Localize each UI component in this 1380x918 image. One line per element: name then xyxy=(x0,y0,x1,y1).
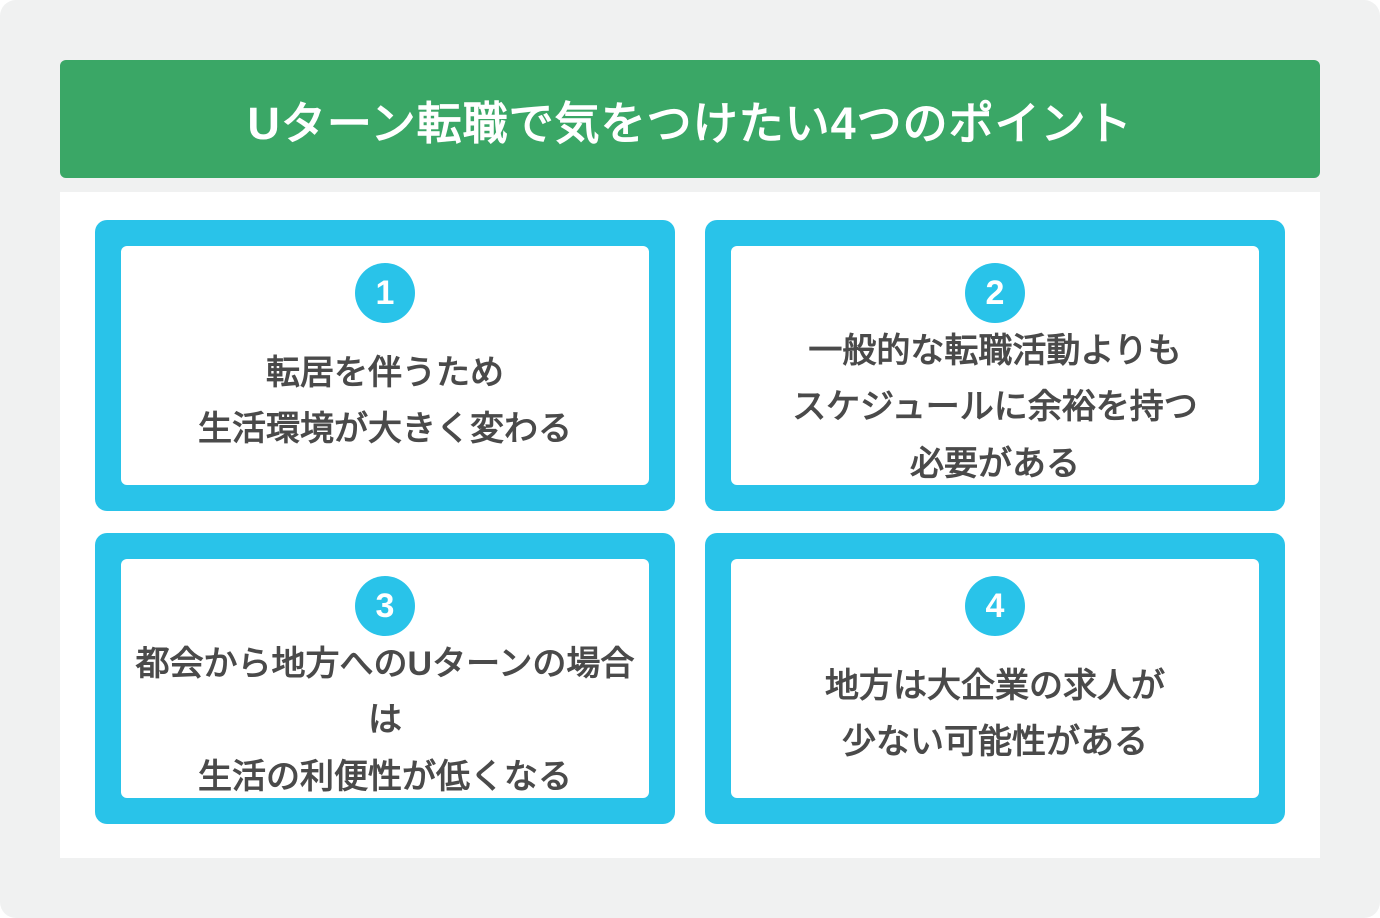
point-card-1: 1 転居を伴うため 生活環境が大きく変わる xyxy=(95,220,675,511)
point-card-2-inner: 2 一般的な転職活動よりも スケジュールに余裕を持つ 必要がある xyxy=(731,246,1259,485)
number-badge-4: 4 xyxy=(965,576,1025,636)
number-badge-1: 1 xyxy=(355,263,415,323)
point-card-1-inner: 1 転居を伴うため 生活環境が大きく変わる xyxy=(121,246,649,485)
point-card-4: 4 地方は大企業の求人が 少ない可能性がある xyxy=(705,533,1285,824)
page-title: Uターン転職で気をつけたい4つのポイント xyxy=(247,97,1133,149)
number-badge-2: 2 xyxy=(965,263,1025,323)
point-card-2: 2 一般的な転職活動よりも スケジュールに余裕を持つ 必要がある xyxy=(705,220,1285,511)
point-card-3-inner: 3 都会から地方へのUターンの場合は 生活の利便性が低くなる xyxy=(121,559,649,798)
header-banner: Uターン転職で気をつけたい4つのポイント xyxy=(60,60,1320,178)
content-panel: 1 転居を伴うため 生活環境が大きく変わる 2 一般的な転職活動よりも スケジュ… xyxy=(60,192,1320,858)
number-badge-3: 3 xyxy=(355,576,415,636)
point-text-4: 地方は大企業の求人が 少ない可能性がある xyxy=(825,666,1165,761)
point-card-3: 3 都会から地方へのUターンの場合は 生活の利便性が低くなる xyxy=(95,533,675,824)
point-text-1: 転居を伴うため 生活環境が大きく変わる xyxy=(198,353,572,448)
point-card-4-inner: 4 地方は大企業の求人が 少ない可能性がある xyxy=(731,559,1259,798)
point-text-3: 都会から地方へのUターンの場合は 生活の利便性が低くなる xyxy=(135,645,635,796)
point-text-2: 一般的な転職活動よりも スケジュールに余裕を持つ 必要がある xyxy=(792,332,1198,483)
points-grid: 1 転居を伴うため 生活環境が大きく変わる 2 一般的な転職活動よりも スケジュ… xyxy=(95,220,1285,824)
